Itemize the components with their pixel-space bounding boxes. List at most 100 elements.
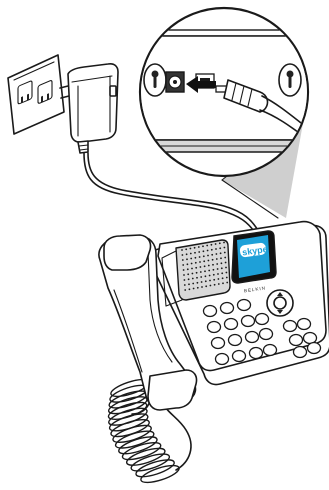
- keypad-button[interactable]: [304, 333, 317, 344]
- grille-hole: [184, 284, 186, 286]
- keypad-button[interactable]: [242, 316, 255, 327]
- wall-outlet: [8, 55, 64, 134]
- grille-hole: [200, 271, 202, 273]
- grille-hole: [217, 273, 219, 275]
- grille-hole: [196, 272, 198, 274]
- grille-hole: [188, 278, 190, 280]
- grille-hole: [184, 289, 186, 291]
- grille-hole: [194, 252, 196, 254]
- grille-hole: [192, 273, 194, 275]
- navigation-pad[interactable]: [267, 290, 293, 316]
- grille-hole: [222, 282, 224, 284]
- grille-hole: [183, 269, 185, 271]
- grille-hole: [205, 285, 207, 287]
- keypad-button[interactable]: [229, 335, 242, 346]
- grille-hole: [209, 275, 211, 277]
- keypad-button[interactable]: [204, 306, 217, 317]
- grille-hole: [223, 242, 225, 244]
- grille-hole: [216, 258, 218, 260]
- keypad-button[interactable]: [294, 347, 307, 358]
- grille-hole: [192, 278, 194, 280]
- grille-hole: [183, 274, 185, 276]
- grille-hole: [218, 283, 220, 285]
- grille-hole: [215, 248, 217, 250]
- grille-hole: [213, 269, 215, 271]
- magnifier-callout: [140, 8, 310, 176]
- grille-hole: [208, 260, 210, 262]
- grille-hole: [219, 247, 221, 249]
- grille-hole: [209, 280, 211, 282]
- speaker-grille: [176, 240, 230, 300]
- grille-hole: [197, 287, 199, 289]
- grille-hole: [203, 250, 205, 252]
- keypad-button[interactable]: [238, 300, 251, 311]
- grille-hole: [192, 283, 194, 285]
- grille-hole: [190, 258, 192, 260]
- display-screen: skype: [232, 231, 276, 283]
- keypad-button[interactable]: [250, 348, 263, 359]
- grille-hole: [219, 242, 221, 244]
- grille-hole: [207, 255, 209, 257]
- keypad-button[interactable]: [260, 329, 273, 340]
- grille-hole: [201, 281, 203, 283]
- keypad-button[interactable]: [216, 354, 229, 365]
- grille-hole: [190, 248, 192, 250]
- dc-power-jack: [166, 72, 184, 92]
- grille-hole: [221, 262, 223, 264]
- grille-hole: [214, 284, 216, 286]
- grille-hole: [191, 263, 193, 265]
- grille-hole: [224, 247, 226, 249]
- grille-hole: [211, 249, 213, 251]
- keypad-button[interactable]: [256, 314, 269, 325]
- grille-hole: [197, 282, 199, 284]
- grille-hole: [182, 264, 184, 266]
- grille-hole: [213, 274, 215, 276]
- grille-hole: [221, 267, 223, 269]
- grille-hole: [195, 257, 197, 259]
- keypad-button[interactable]: [298, 319, 311, 330]
- grille-hole: [205, 275, 207, 277]
- grille-hole: [212, 259, 214, 261]
- grille-hole: [185, 248, 187, 250]
- grille-hole: [224, 257, 226, 259]
- grille-hole: [205, 280, 207, 282]
- grille-hole: [225, 267, 227, 269]
- keypad-button[interactable]: [308, 343, 321, 354]
- grille-hole: [199, 261, 201, 263]
- keypad-button[interactable]: [233, 351, 246, 362]
- grille-hole: [222, 277, 224, 279]
- grille-hole: [213, 279, 215, 281]
- grille-hole: [226, 282, 228, 284]
- grille-hole: [186, 253, 188, 255]
- grille-hole: [210, 285, 212, 287]
- keypad-button[interactable]: [225, 319, 238, 330]
- grille-hole: [182, 259, 184, 261]
- keypad-button[interactable]: [221, 303, 234, 314]
- grille-hole: [198, 251, 200, 253]
- keypad-button[interactable]: [212, 338, 225, 349]
- grille-hole: [193, 288, 195, 290]
- grille-hole: [221, 272, 223, 274]
- grille-hole: [226, 272, 228, 274]
- grille-hole: [195, 262, 197, 264]
- grille-hole: [220, 257, 222, 259]
- keypad-button[interactable]: [284, 321, 297, 332]
- grille-hole: [200, 266, 202, 268]
- grille-hole: [187, 268, 189, 270]
- grille-hole: [181, 249, 183, 251]
- grille-hole: [194, 247, 196, 249]
- grille-hole: [207, 250, 209, 252]
- grille-hole: [200, 276, 202, 278]
- keypad-button[interactable]: [290, 335, 303, 346]
- grille-hole: [190, 253, 192, 255]
- grille-hole: [187, 263, 189, 265]
- grille-hole: [189, 288, 191, 290]
- grille-hole: [195, 267, 197, 269]
- keypad-button[interactable]: [246, 332, 259, 343]
- grille-hole: [226, 277, 228, 279]
- keypad-button[interactable]: [208, 322, 221, 333]
- grille-hole: [191, 268, 193, 270]
- keypad-button[interactable]: [264, 345, 277, 356]
- grille-hole: [216, 253, 218, 255]
